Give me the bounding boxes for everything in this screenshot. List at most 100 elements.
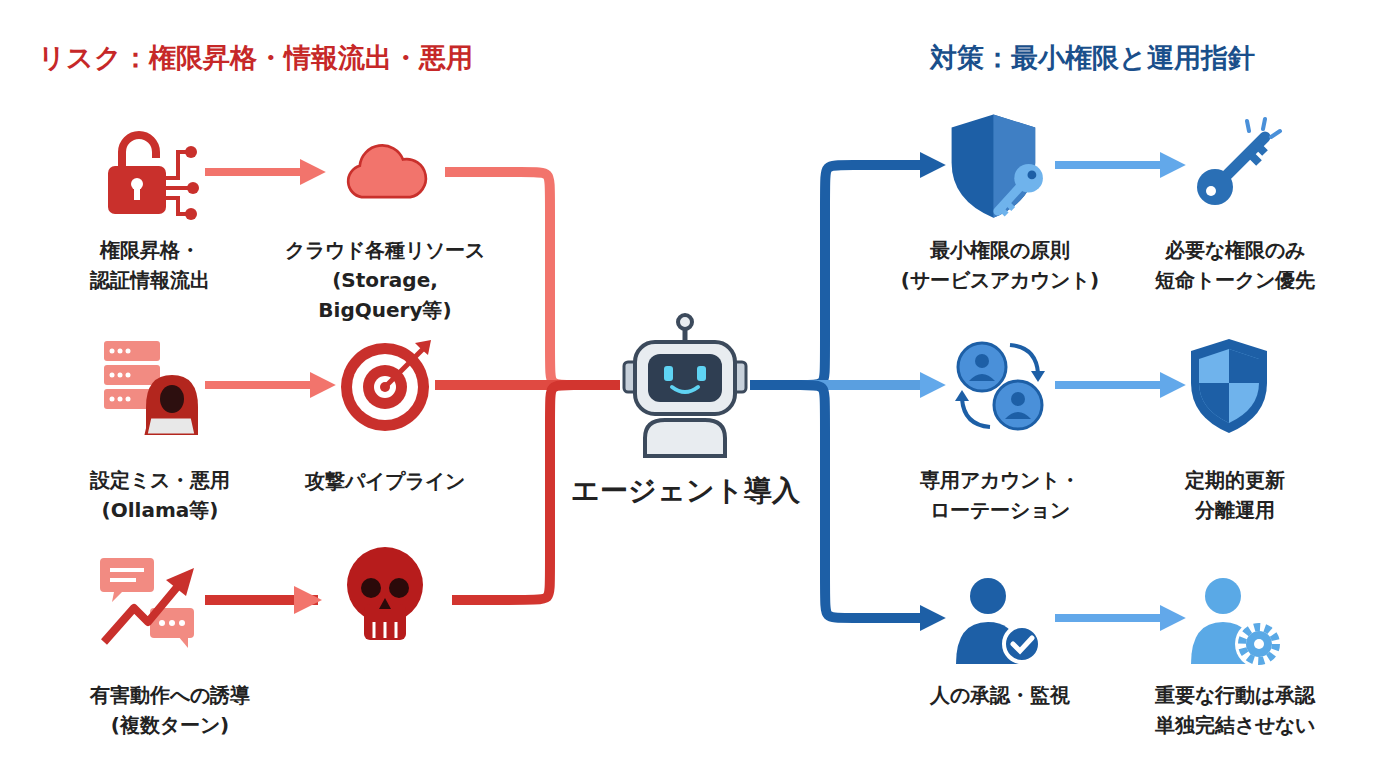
rotation-arrow bbox=[962, 399, 990, 427]
server-light bbox=[110, 397, 115, 402]
key-teeth bbox=[1001, 202, 1013, 214]
person-head bbox=[1205, 578, 1241, 614]
chat-dot bbox=[159, 620, 165, 626]
server-light bbox=[118, 373, 123, 378]
gear-icon bbox=[1246, 631, 1272, 657]
target-icon bbox=[335, 335, 435, 435]
flow-connector bbox=[750, 165, 925, 385]
icon-node: 有害動作への誘導 (複数ターン) bbox=[95, 550, 205, 650]
server-light bbox=[126, 397, 131, 402]
robot-body bbox=[645, 420, 725, 456]
node-label: 重要な行動は承認 単独完結させない bbox=[1135, 680, 1335, 740]
flow-connector bbox=[205, 381, 315, 389]
server-light bbox=[118, 349, 123, 354]
skull-jaw bbox=[364, 604, 406, 640]
people-icon bbox=[945, 335, 1055, 435]
person-shoulders bbox=[969, 374, 995, 381]
key-icon bbox=[1185, 115, 1285, 215]
dart-fletching bbox=[415, 340, 431, 355]
server-light bbox=[110, 373, 115, 378]
skull-backdrop bbox=[318, 546, 452, 658]
key-shaft bbox=[1227, 137, 1265, 175]
gear-hole bbox=[1254, 639, 1264, 649]
server-light bbox=[110, 349, 115, 354]
icon-node: 必要な権限のみ 短命トークン優先 bbox=[1185, 115, 1285, 215]
trend-arrow bbox=[104, 586, 178, 642]
check-mark bbox=[1013, 638, 1032, 651]
chat-dot bbox=[169, 620, 175, 626]
robot-smile bbox=[672, 387, 698, 392]
key-bow bbox=[1197, 169, 1233, 205]
node-label: 人の承認・監視 bbox=[905, 680, 1095, 710]
robot-antenna-ball bbox=[678, 315, 692, 329]
shieldKey-icon bbox=[945, 110, 1055, 220]
person-badge bbox=[994, 381, 1042, 429]
skull-icon bbox=[347, 547, 423, 623]
node-label: 攻撃パイプライン bbox=[285, 466, 485, 496]
node-label: 権限昇格・ 認証情報流出 bbox=[75, 235, 225, 295]
personGear-icon bbox=[1185, 568, 1285, 668]
personCheck-icon bbox=[945, 568, 1055, 668]
arrowhead bbox=[294, 586, 322, 614]
server-rack bbox=[104, 341, 160, 361]
flow-connector bbox=[1055, 161, 1165, 169]
flow-connector bbox=[445, 172, 620, 385]
dart-shaft bbox=[385, 349, 423, 387]
rotation-arrowhead bbox=[1031, 371, 1045, 382]
icon-node: 攻撃パイプライン bbox=[335, 335, 435, 435]
lock-shackle bbox=[122, 135, 156, 168]
lock-body bbox=[108, 166, 166, 214]
shield-inner bbox=[1199, 349, 1259, 423]
server-light bbox=[126, 373, 131, 378]
keyhole bbox=[134, 186, 140, 200]
target-ring bbox=[341, 343, 429, 431]
robot-eye bbox=[697, 366, 706, 381]
shield-quadrant bbox=[1199, 383, 1229, 423]
robot-icon bbox=[620, 310, 750, 460]
node-label: 定期的更新 分離運用 bbox=[1170, 465, 1300, 525]
lock-icon bbox=[95, 122, 205, 222]
circuit-lines bbox=[166, 152, 188, 214]
server-light bbox=[126, 349, 131, 354]
node-label: 設定ミス・悪用 (Ollama等) bbox=[75, 465, 245, 525]
circuit-dot bbox=[185, 208, 197, 220]
robot-screen bbox=[648, 354, 722, 402]
trend-arrowhead bbox=[166, 568, 194, 596]
circuit-dot bbox=[187, 182, 199, 194]
key-hole bbox=[1206, 186, 1216, 196]
robot-head bbox=[635, 342, 735, 414]
gear-backdrop bbox=[1235, 620, 1283, 668]
flow-connector bbox=[1055, 614, 1165, 622]
skull-nose bbox=[379, 598, 391, 609]
icon-node: 人の承認・監視 bbox=[945, 568, 1055, 668]
icon-node: 重要な行動は承認 単独完結させない bbox=[1185, 568, 1285, 668]
key-rays bbox=[1247, 119, 1280, 137]
node-label: 必要な権限のみ 短命トークン優先 bbox=[1145, 235, 1325, 295]
robot-eye bbox=[664, 366, 673, 381]
section-heading: リスク：権限昇格・情報流出・悪用 bbox=[38, 40, 473, 76]
icon-node: 専用アカウント・ ローテーション bbox=[945, 335, 1055, 435]
flow-connector bbox=[205, 168, 305, 176]
circuit-dot bbox=[185, 146, 197, 158]
skull-teeth bbox=[374, 622, 396, 638]
person-shoulders bbox=[1005, 412, 1031, 419]
cloud-icon bbox=[348, 145, 426, 197]
node-label: 有害動作への誘導 (複数ターン) bbox=[70, 680, 270, 740]
hacker-hood bbox=[146, 375, 198, 435]
node-label: クラウド各種リソース (Storage, BigQuery等) bbox=[265, 235, 505, 325]
gear-teeth bbox=[1242, 627, 1276, 661]
server-icon bbox=[95, 335, 205, 435]
key-hole bbox=[1028, 171, 1037, 180]
key-bow bbox=[1014, 164, 1043, 193]
chat-bubble bbox=[100, 558, 154, 602]
chat-dot bbox=[179, 620, 185, 626]
skull-eye bbox=[389, 578, 409, 598]
icon-node: 定期的更新 分離運用 bbox=[1185, 335, 1285, 435]
server-light bbox=[118, 397, 123, 402]
icon-node: 権限昇格・ 認証情報流出 bbox=[95, 122, 205, 222]
node-label: エージェント導入 bbox=[550, 470, 820, 512]
shield-icon bbox=[1191, 339, 1267, 433]
node-label: 最小権限の原則 (サービスアカウント) bbox=[875, 235, 1125, 295]
person-head bbox=[970, 578, 1006, 614]
